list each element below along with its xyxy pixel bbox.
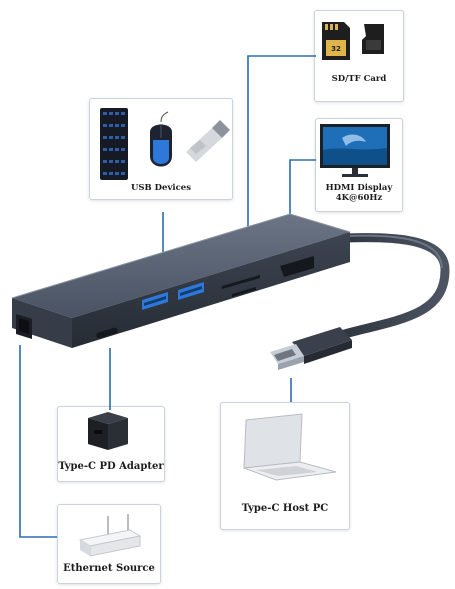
type-c-host-pc-label: Type-C Host PC (241, 503, 329, 514)
router-image (78, 514, 142, 557)
ethernet-port (16, 314, 32, 339)
micro-sd-card-image (362, 24, 384, 54)
ethernet-source-label: Ethernet Source (63, 563, 155, 574)
hdmi-display-label: HDMI Display (325, 183, 393, 193)
line-sd-card (247, 55, 316, 268)
sd-card-image: 32 (322, 22, 350, 60)
sd-card-capacity: 32 (331, 45, 341, 53)
usb-c-pd-port (96, 327, 118, 339)
line-ethernet (19, 345, 57, 538)
hdmi-resolution-label: 4K@60Hz (335, 193, 383, 203)
usb-devices-label: USB Devices (130, 183, 191, 193)
hub-body (11, 213, 351, 348)
hdmi-port (280, 256, 314, 277)
usb-c-plug (270, 327, 352, 370)
card-slots (222, 275, 260, 297)
pd-adapter-image (88, 412, 128, 450)
keyboard-image (100, 108, 128, 180)
usb-a-ports (142, 282, 204, 310)
laptop-image (243, 413, 337, 481)
type-c-pd-adapter-label: Type-C PD Adapter (58, 461, 164, 472)
sd-tf-card-label: SD/TF Card (331, 74, 387, 84)
monitor-image (320, 124, 390, 177)
mouse-image (150, 111, 172, 167)
flash-drive-image (186, 120, 230, 162)
